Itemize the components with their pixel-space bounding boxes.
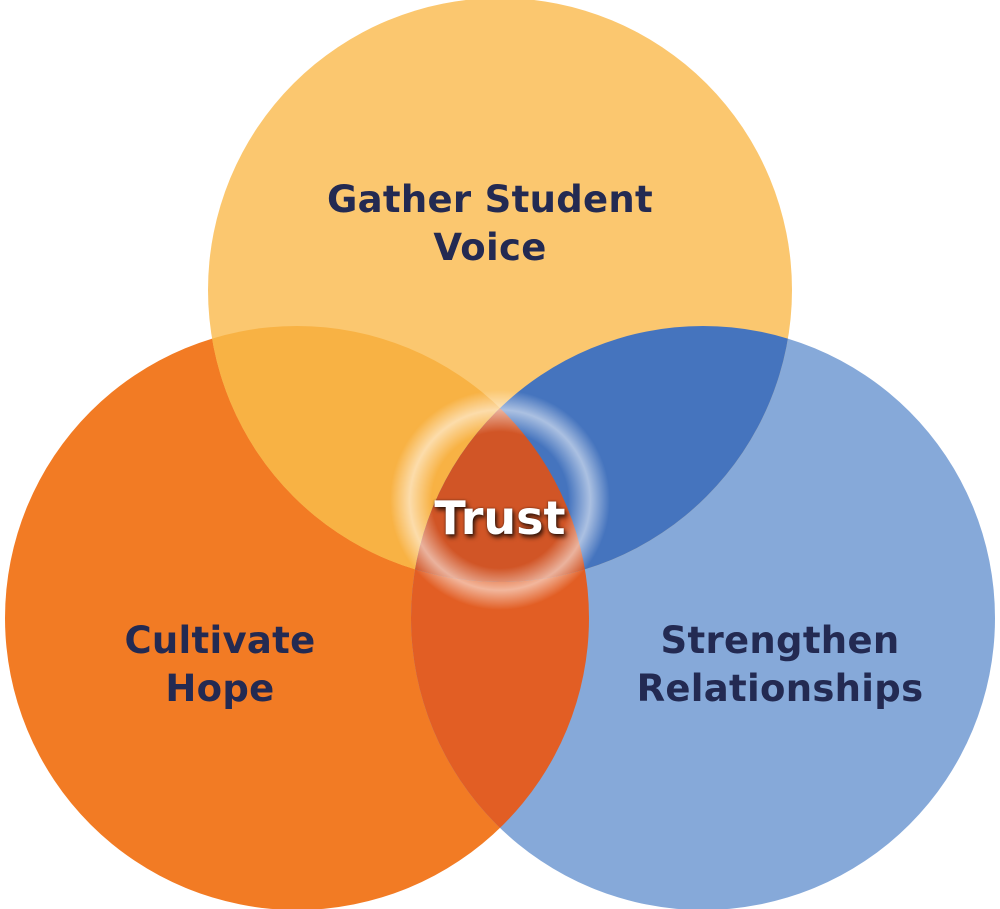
label-line: Hope [165, 667, 275, 710]
label-line: Voice [433, 226, 547, 269]
center-glow [390, 390, 610, 610]
label-trust: Trust [434, 491, 566, 545]
label-line: Cultivate [124, 619, 316, 662]
label-gather-student-voice: Gather Student Voice [290, 176, 690, 272]
label-line: Strengthen [660, 619, 900, 662]
label-cultivate-hope: Cultivate Hope [40, 617, 400, 713]
label-strengthen-relationships: Strengthen Relationships [590, 617, 970, 713]
label-line: Relationships [636, 667, 924, 710]
label-line: Gather Student [326, 178, 654, 221]
